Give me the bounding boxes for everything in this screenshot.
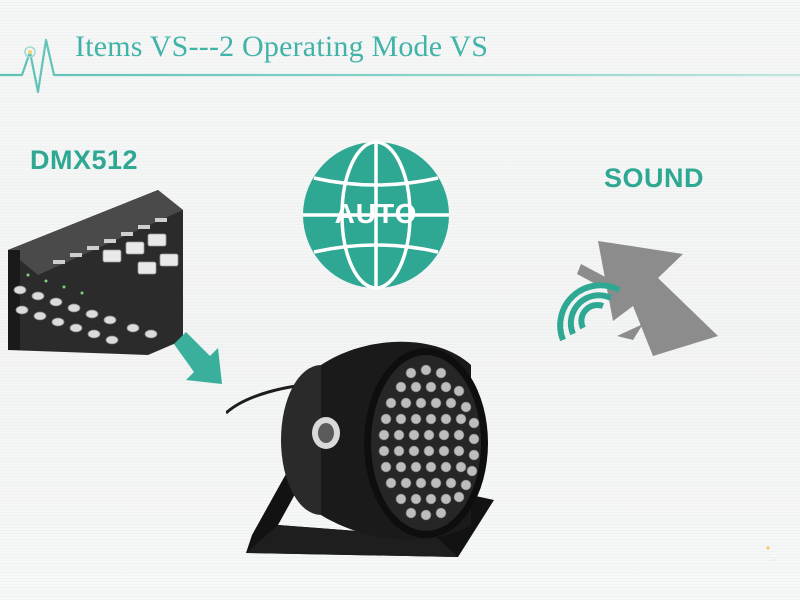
- page-title: Items VS---2 Operating Mode VS: [75, 30, 489, 63]
- sparkle-icon: [766, 546, 775, 561]
- dmx-mode-label: DMX512: [30, 145, 139, 175]
- title-bar: Items VS---2 Operating Mode VS: [0, 0, 800, 110]
- dmx-console: [8, 190, 183, 355]
- sound-mode-label: SOUND: [604, 163, 705, 193]
- par-light: [226, 341, 494, 557]
- speaker-sound-icon: [557, 241, 718, 356]
- auto-mode-globe: AUTO: [296, 140, 456, 290]
- arrow-down-right-icon: [174, 332, 222, 384]
- auto-mode-label: AUTO: [334, 198, 418, 229]
- globe-icon: [303, 140, 449, 290]
- pulse-line-icon: [0, 38, 800, 94]
